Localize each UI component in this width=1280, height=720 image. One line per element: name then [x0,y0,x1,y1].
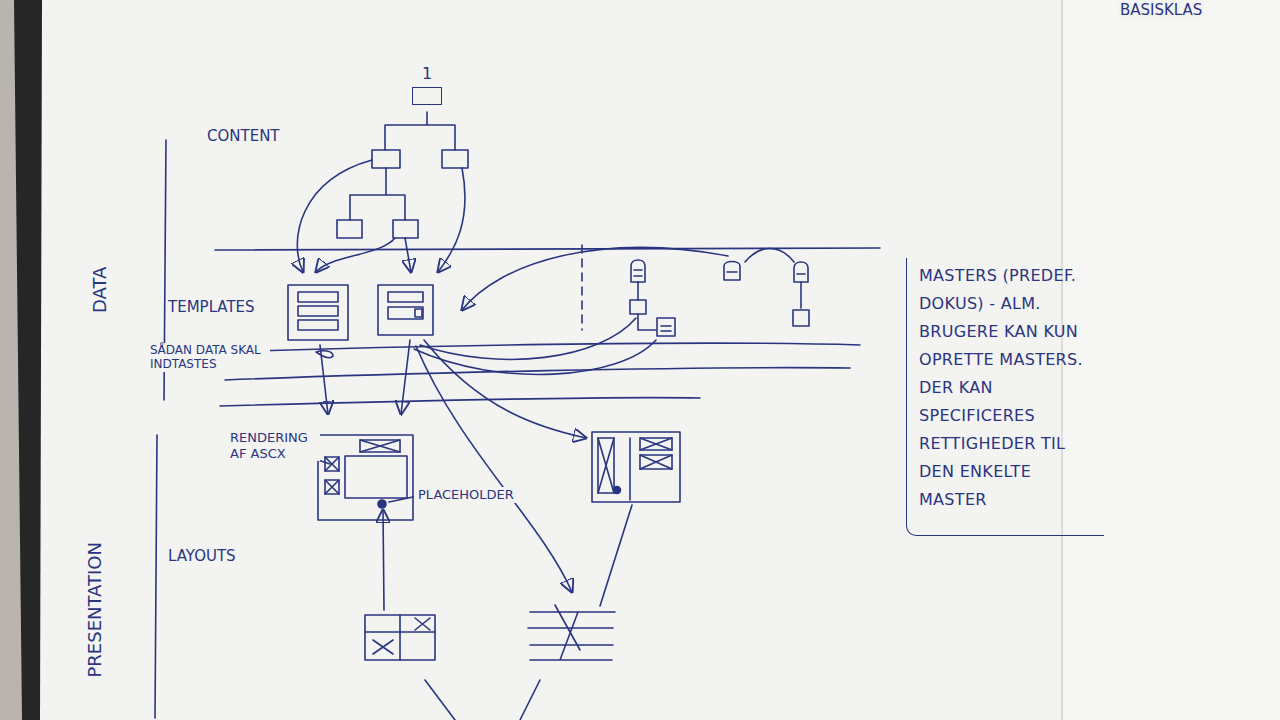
ink-sketch [385,112,455,150]
ink-sketch [388,292,423,302]
ink-sketch [598,438,614,493]
ink-sketch [405,238,411,272]
ink-sketch [415,309,422,317]
ink-sketch [598,438,614,493]
node-text: MASTERS (PREDEF. DOKUS) - ALM. BRUGERE K… [919,262,1096,514]
ink-sketch [365,615,435,660]
region-label: TEMPLATES [166,298,257,316]
ink-sketch [325,457,339,471]
ink-sketch [724,262,740,281]
ink-sketch [215,248,880,250]
ink-sketch [420,318,636,359]
ink-sketch [401,340,410,414]
ink-sketch [320,345,328,414]
ink-sketch [298,292,338,302]
region-label: CONTENT [205,127,282,145]
ink-sketch [442,150,468,168]
ink-sketch [297,160,372,272]
ink-sketch [388,307,423,319]
callout-label: RENDERING AF ASCX [228,430,320,461]
tree-box-outline [412,87,442,105]
ink-sketch [637,282,639,300]
ink-sketch [614,487,621,494]
ink-sketch [298,306,338,316]
desk-background [1062,0,1280,720]
callout-label: PLACEHOLDER [416,487,516,503]
ink-sketch [350,168,405,220]
ink-sketch [629,438,631,500]
ink-sketch [337,220,362,238]
ink-sketch [325,457,339,471]
ink-sketch [640,455,672,469]
ink-sketch [640,438,672,450]
ink-sketch [389,497,413,502]
ink-sketch [383,510,384,610]
tree-root-box: 1 [403,64,451,105]
ink-sketch [325,480,339,494]
ink-sketch [657,318,675,336]
ink-sketch [288,285,348,340]
ink-sketch [345,456,407,498]
ink-sketch [393,220,418,238]
ink-sketch [416,346,572,592]
ink-sketch [528,605,615,660]
ink-sketch [378,500,386,508]
ink-sketch [298,320,338,330]
ink-sketch [462,248,728,310]
ink-sketch [438,168,465,272]
ink-sketch [378,285,433,335]
ink-sketch [640,438,672,450]
ink-sketch [800,282,802,308]
axis-label: DATA [89,265,111,315]
ink-sketch [316,351,333,358]
ink-sketch [793,310,809,326]
ink-sketch [745,249,794,263]
ink-sketch [220,398,700,406]
ink-sketch [325,480,339,494]
ink-sketch [360,440,400,452]
ink-sketch [631,260,645,282]
ink-sketch [424,340,586,438]
ink-sketch [661,326,671,331]
region-label: LAYOUTS [166,547,238,565]
page-label: BASISKLAS [1118,1,1204,19]
node-text: 1 [403,64,451,83]
ink-sketch [155,112,880,720]
axis-label: PRESENTATION [84,540,106,679]
ink-sketch [794,262,808,282]
ink-sketch [592,432,680,502]
ink-sketch [640,455,672,469]
ink-sketch [638,314,656,330]
masters-note: MASTERS (PREDEF. DOKUS) - ALM. BRUGERE K… [906,258,1104,536]
ink-sketch [155,435,157,718]
ink-sketch [318,435,413,520]
ink-sketch [630,300,646,314]
ink-sketch [581,245,583,330]
ink-sketch [360,440,400,452]
note-label: SÅDAN DATA SKAL INDTASTES [148,343,270,372]
ink-sketch [425,680,540,720]
ink-sketch [365,615,435,660]
ink-sketch [600,505,632,606]
ink-sketch [372,150,400,168]
ink-sketch [316,238,395,272]
desk-background [14,0,42,720]
